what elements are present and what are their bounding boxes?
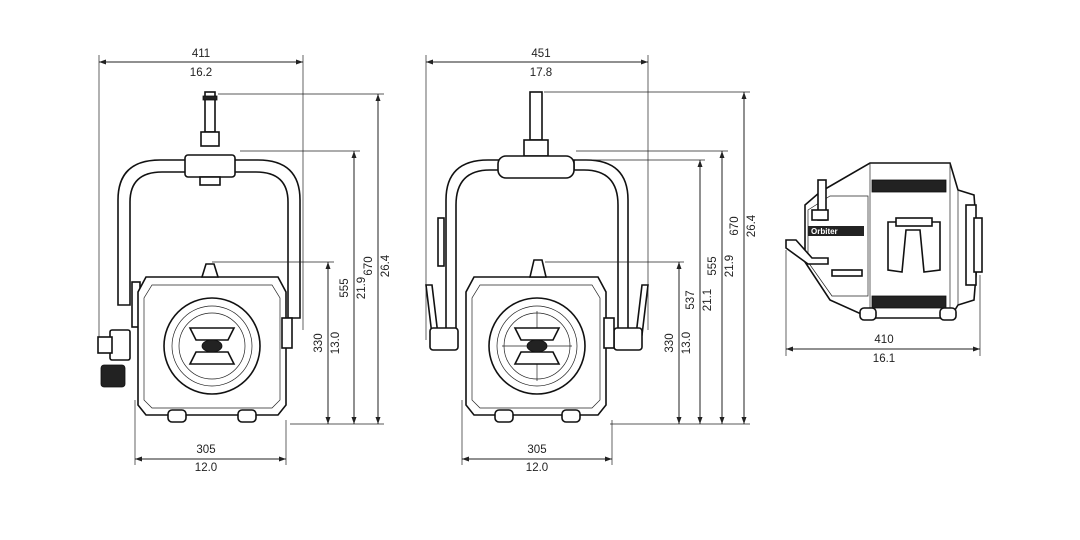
width-top-mm: 451 [531, 48, 550, 60]
width-bottom-mm: 305 [196, 444, 215, 456]
brand-logo-text: Orbiter [811, 227, 838, 236]
width-bottom-in: 12.0 [195, 462, 217, 474]
width-top-in: 16.2 [190, 67, 212, 79]
side-view: Orbiter 410 16.1 [785, 162, 983, 365]
front-view-right: 451 17.8 305 [425, 48, 758, 474]
width-top-in: 17.8 [530, 67, 552, 79]
height-mid-in: 21.1 [702, 289, 714, 311]
width-top-mm: 411 [192, 48, 210, 60]
height-body-in: 13.0 [681, 332, 693, 354]
height-mid-mm: 537 [685, 290, 697, 309]
height-body-mm: 330 [313, 333, 325, 352]
height-yoke-mm: 555 [707, 256, 719, 275]
height-total-mm: 670 [363, 256, 375, 275]
front-view-left: 411 16.2 [97, 48, 392, 474]
depth-mm: 410 [874, 334, 893, 346]
width-bottom-mm: 305 [527, 444, 546, 456]
height-yoke-mm: 555 [339, 278, 351, 297]
height-body-in: 13.0 [330, 332, 342, 354]
height-yoke-in: 21.9 [724, 255, 736, 277]
height-body-mm: 330 [664, 333, 676, 352]
width-bottom-in: 12.0 [526, 462, 548, 474]
depth-in: 16.1 [873, 353, 895, 365]
height-yoke-in: 21.9 [356, 277, 368, 299]
height-total-mm: 670 [729, 216, 741, 235]
height-total-in: 26.4 [746, 214, 758, 237]
height-total-in: 26.4 [380, 254, 392, 277]
